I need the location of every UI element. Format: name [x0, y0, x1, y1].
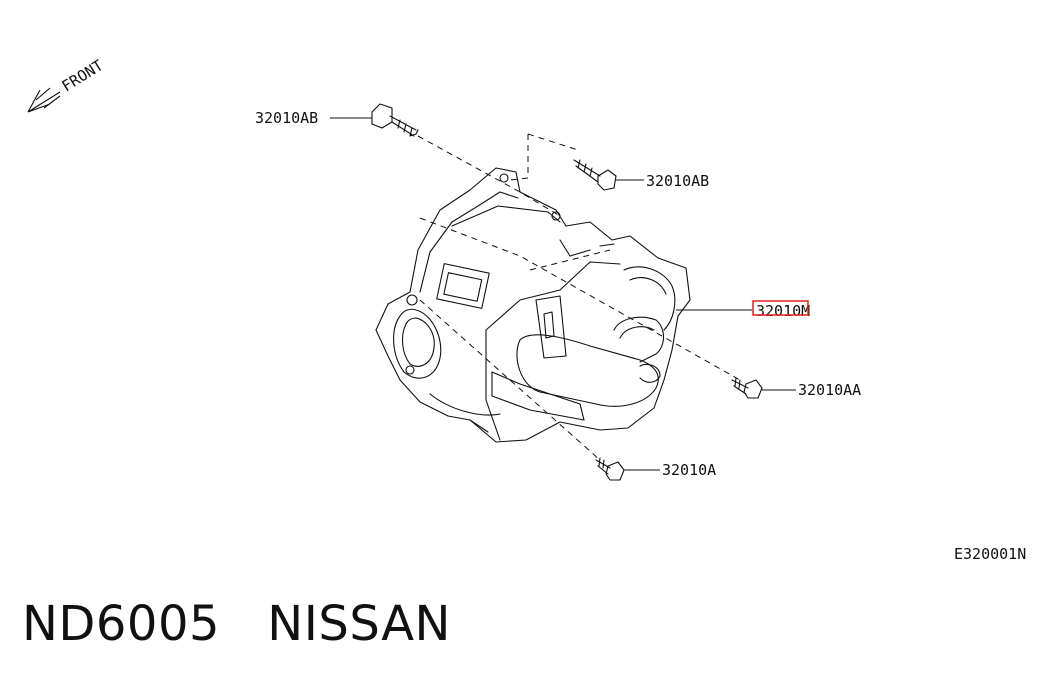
- transmission-case-drawing: [375, 167, 691, 443]
- bolt-top-left-icon: [371, 103, 419, 137]
- callout-bolt-right: 32010AA: [798, 381, 861, 399]
- bolt-top-right-icon: [573, 159, 617, 191]
- callout-highlight-box: [752, 300, 809, 316]
- front-label: FRONT: [59, 56, 107, 95]
- part-number-title: ND6005 NISSAN: [22, 596, 451, 652]
- bolt-right-icon: [731, 377, 763, 399]
- bolt-bottom-icon: [595, 457, 625, 481]
- front-arrow-icon: [27, 87, 61, 113]
- leader-lines: [330, 117, 796, 471]
- diagram-code: E320001N: [954, 545, 1026, 563]
- callout-bolt-bottom: 32010A: [662, 461, 716, 479]
- callout-bolt-top-left: 32010AB: [255, 109, 318, 127]
- callout-case: 32010M: [756, 302, 810, 320]
- dashed-centerlines: [417, 133, 741, 461]
- callout-bolt-top-right: 32010AB: [646, 172, 709, 190]
